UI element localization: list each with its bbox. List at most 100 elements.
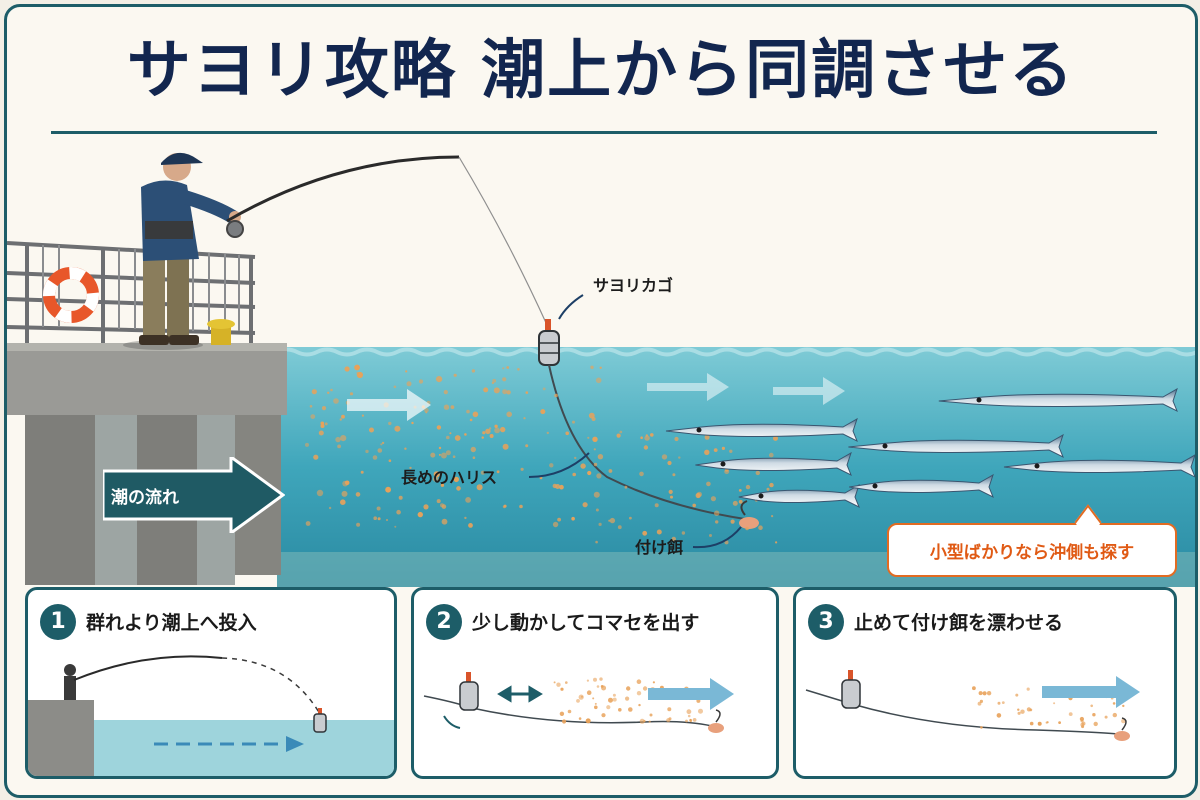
- chum-particle: [738, 489, 742, 492]
- chum-particle: [745, 484, 751, 490]
- chum-particle: [1090, 704, 1093, 708]
- chum-particle: [972, 686, 976, 691]
- chum-particle: [650, 433, 654, 437]
- chum-particle: [520, 467, 524, 471]
- chum-particle: [324, 422, 328, 426]
- chum-particle: [745, 526, 749, 531]
- chum-particle: [471, 369, 476, 373]
- chum-particle: [456, 486, 461, 491]
- chum-particle: [1058, 721, 1061, 724]
- chum-particle: [316, 489, 324, 497]
- chum-particle: [582, 502, 588, 508]
- chum-particle: [559, 711, 565, 716]
- chum-particle: [491, 381, 495, 385]
- label-tsukeesa: 付け餌: [635, 538, 683, 557]
- chum-particle: [388, 459, 392, 463]
- chum-particle: [502, 389, 508, 395]
- chum-particle: [380, 443, 383, 446]
- chum-particle: [595, 377, 602, 384]
- chum-particle: [506, 390, 511, 395]
- halfbeak-fish: [1003, 454, 1195, 478]
- chum-particle: [482, 431, 486, 435]
- halfbeak-fish: [848, 433, 1064, 459]
- chum-particle: [320, 424, 325, 428]
- chum-particle: [540, 409, 546, 415]
- chum-particle: [488, 427, 492, 430]
- chum-particle: [424, 408, 429, 413]
- pointer-tsukeesa: [692, 526, 742, 549]
- chum-particle: [446, 435, 450, 440]
- chum-particle: [436, 425, 442, 430]
- chum-particle: [559, 484, 564, 490]
- chum-particle: [618, 708, 622, 712]
- chum-particle: [590, 365, 594, 369]
- chum-particle: [557, 517, 561, 522]
- callout-offshore: 小型ばかりなら沖側も探す: [887, 523, 1177, 577]
- step3-illustration: [805, 670, 1140, 741]
- chum-particle: [506, 411, 512, 418]
- chum-particle: [636, 679, 642, 684]
- chum-particle: [469, 418, 473, 422]
- chum-particle: [436, 376, 443, 383]
- chum-particle: [321, 406, 327, 411]
- chum-particle: [587, 436, 590, 439]
- chum-particle: [481, 436, 484, 439]
- label-sayori-kago: サヨリカゴ: [593, 276, 673, 295]
- step-number-3: 3: [808, 604, 844, 640]
- chum-particle: [612, 697, 617, 702]
- chum-particle: [1092, 713, 1096, 717]
- chum-particle: [445, 450, 451, 456]
- step-title-2: 少し動かしてコマセを出す: [472, 612, 700, 634]
- chum-particle: [394, 425, 401, 432]
- chum-particle: [668, 717, 672, 721]
- chum-particle: [335, 436, 341, 443]
- chum-particle: [642, 530, 648, 536]
- chum-particle: [430, 452, 436, 458]
- chum-particle: [441, 518, 448, 525]
- chum-particle: [667, 707, 672, 712]
- chum-particle: [525, 391, 529, 394]
- chum-particle: [464, 516, 467, 520]
- chum-particle: [986, 691, 992, 696]
- chum-particle: [593, 448, 596, 451]
- chum-particle: [369, 427, 374, 433]
- chum-particle: [1017, 708, 1020, 711]
- chum-particle: [476, 484, 483, 491]
- reel-icon: [226, 220, 244, 238]
- chum-particle: [644, 435, 650, 441]
- chum-particle: [585, 718, 591, 724]
- chum-particle: [695, 492, 701, 499]
- chum-particle: [310, 414, 316, 419]
- chum-particle: [1081, 725, 1085, 729]
- chum-particle: [356, 371, 359, 375]
- chum-particle: [601, 713, 606, 718]
- chum-particle: [405, 370, 408, 373]
- chum-particle: [398, 495, 403, 500]
- bollard-icon: [207, 319, 235, 345]
- chum-particle: [580, 463, 586, 469]
- chum-particle: [721, 446, 726, 450]
- chum-particle: [773, 435, 778, 441]
- mini-bait-hook-icon: [708, 709, 724, 733]
- chum-particle: [980, 726, 983, 729]
- chum-particle: [562, 719, 567, 724]
- mini-angler-figure: [64, 664, 76, 700]
- chum-particle: [396, 509, 401, 515]
- chum-particle: [769, 482, 774, 488]
- chum-particle: [624, 485, 628, 489]
- chum-particle: [355, 492, 361, 497]
- chum-particle: [594, 702, 597, 705]
- chum-particle: [565, 681, 568, 684]
- chum-particle: [645, 434, 648, 437]
- chum-particle: [639, 718, 645, 724]
- chum-particle: [553, 681, 556, 684]
- chum-particle: [339, 418, 342, 421]
- fishing-line: [458, 156, 548, 326]
- chum-particle: [671, 536, 676, 542]
- chum-particle: [493, 387, 500, 394]
- chum-particle: [340, 435, 347, 442]
- chum-particle: [661, 454, 668, 460]
- chum-particle: [1112, 712, 1117, 718]
- chum-particle: [344, 366, 350, 372]
- chum-particle: [978, 691, 983, 696]
